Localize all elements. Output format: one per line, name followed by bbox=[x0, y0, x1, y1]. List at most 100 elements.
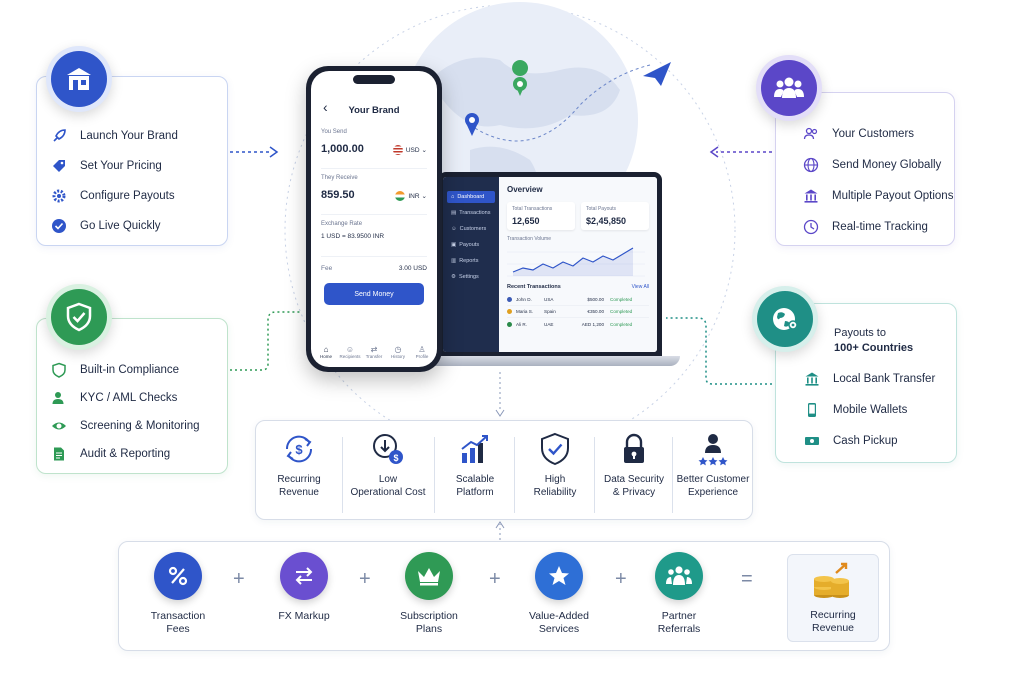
us-flag-icon bbox=[392, 145, 403, 155]
profile-icon: ♙ bbox=[418, 345, 426, 354]
currency-select-usd[interactable]: USD⌄ bbox=[392, 145, 427, 155]
sidebar-item-dashboard[interactable]: ⌂Dashboard bbox=[447, 191, 495, 203]
report-icon: ▥ bbox=[451, 258, 457, 264]
sidebar-item-reports[interactable]: ▥Reports bbox=[451, 258, 479, 264]
divider bbox=[594, 437, 595, 513]
plus-sign: + bbox=[359, 568, 371, 590]
percent-icon bbox=[154, 552, 202, 600]
transfer-icon: ⇄ bbox=[370, 345, 378, 354]
chevron-down-icon: ⌄ bbox=[421, 193, 427, 200]
payouts-badge bbox=[752, 286, 818, 352]
compliance-badge bbox=[46, 284, 112, 350]
payouts-list: Local Bank Transfer Mobile Wallets Cash … bbox=[803, 363, 935, 456]
user-icon: ☺ bbox=[345, 345, 355, 354]
pin-green-icon bbox=[512, 60, 529, 96]
list-item: Go Live Quickly bbox=[50, 211, 178, 241]
star-user-icon bbox=[698, 434, 728, 466]
shield-outline-icon bbox=[50, 361, 68, 379]
nav-history[interactable]: ◷History bbox=[387, 345, 409, 359]
dashboard-title: Overview bbox=[507, 185, 543, 194]
sidebar-item-settings[interactable]: ⚙Settings bbox=[451, 274, 479, 280]
phone-bottom-nav: ⌂Home ☺Recipients ⇄Transfer ◷History ♙Pr… bbox=[315, 345, 433, 359]
you-send-field[interactable]: You Send 1,000.00 USD⌄ bbox=[321, 129, 427, 169]
compliance-list: Built-in Compliance KYC / AML Checks Scr… bbox=[50, 356, 200, 468]
view-all-link[interactable]: View All bbox=[631, 284, 649, 290]
eye-icon bbox=[50, 417, 68, 435]
sidebar-item-transactions[interactable]: ▤Transactions bbox=[451, 210, 491, 216]
crown-icon bbox=[405, 552, 453, 600]
connector-left-bottom bbox=[230, 311, 300, 371]
growth-chart-icon bbox=[461, 435, 488, 463]
divider bbox=[672, 437, 673, 513]
stat-card-transactions: Total Transactions 12,650 bbox=[507, 202, 575, 230]
star-icon bbox=[535, 552, 583, 600]
currency-select-inr[interactable]: INR⌄ bbox=[395, 191, 427, 201]
dashboard-sidebar: ⌂Dashboard ▤Transactions ☺Customers ▣Pay… bbox=[443, 177, 499, 352]
revenue-fx-markup: FX Markup bbox=[254, 552, 354, 623]
cost-down-icon: $ bbox=[373, 434, 403, 464]
back-icon[interactable]: ‹ bbox=[323, 99, 328, 115]
list-item: Screening & Monitoring bbox=[50, 412, 200, 440]
india-flag-icon bbox=[395, 191, 406, 201]
chevron-down-icon: ⌄ bbox=[421, 147, 427, 154]
clock-icon bbox=[802, 218, 820, 236]
equals-sign: = bbox=[741, 568, 753, 590]
tag-icon bbox=[50, 157, 68, 175]
list-item: Configure Payouts bbox=[50, 181, 178, 211]
list-item: Send Money Globally bbox=[802, 149, 953, 180]
gear-icon bbox=[50, 187, 68, 205]
home-icon: ⌂ bbox=[323, 345, 329, 354]
laptop-base bbox=[418, 356, 680, 366]
dotted-orbit bbox=[284, 4, 736, 456]
clock-icon: ◷ bbox=[394, 345, 402, 354]
svg-text:$: $ bbox=[393, 453, 398, 463]
customers-badge bbox=[756, 55, 822, 121]
group-users-icon bbox=[774, 77, 804, 98]
partners-icon bbox=[655, 552, 703, 600]
svg-text:$: $ bbox=[295, 442, 303, 457]
table-row: Maria S. Spain €350.00 Completed bbox=[507, 306, 649, 318]
plus-sign: + bbox=[233, 568, 245, 590]
flag-icon bbox=[507, 321, 512, 327]
list-item: Mobile Wallets bbox=[803, 394, 935, 425]
fee-row: Fee 3.00 USD bbox=[321, 265, 427, 272]
plus-sign: + bbox=[615, 568, 627, 590]
nav-profile[interactable]: ♙Profile bbox=[411, 345, 433, 359]
list-item: Local Bank Transfer bbox=[803, 363, 935, 394]
nav-transfer[interactable]: ⇄Transfer bbox=[363, 345, 385, 359]
sidebar-item-customers[interactable]: ☺Customers bbox=[451, 226, 487, 232]
list-item: Real-time Tracking bbox=[802, 211, 953, 242]
payouts-heading: Payouts to 100+ Countries bbox=[834, 327, 914, 354]
check-circle-icon bbox=[50, 217, 68, 235]
recurring-dollar-icon: $ bbox=[285, 435, 313, 463]
list-item: Built-in Compliance bbox=[50, 356, 200, 384]
dashboard-screen: ⌂Dashboard ▤Transactions ☺Customers ▣Pay… bbox=[443, 177, 657, 352]
they-receive-field[interactable]: They Receive 859.50 INR⌄ bbox=[321, 175, 427, 215]
sidebar-item-payouts[interactable]: ▣Payouts bbox=[451, 242, 480, 248]
globe-land bbox=[430, 57, 620, 129]
rocket-icon bbox=[50, 127, 68, 145]
nav-home[interactable]: ⌂Home bbox=[315, 345, 337, 359]
revenue-result: Recurring Revenue bbox=[787, 554, 879, 642]
connector-right-bottom bbox=[666, 317, 772, 385]
send-money-button[interactable]: Send Money bbox=[324, 283, 424, 305]
benefit-security: Data Security& Privacy bbox=[596, 431, 672, 521]
coins-growth-icon bbox=[814, 562, 849, 598]
bank-icon bbox=[802, 187, 820, 205]
table-row: John D. USA $500.00 Completed bbox=[507, 294, 649, 306]
nav-recipients[interactable]: ☺Recipients bbox=[339, 345, 361, 359]
brand-setup-list: Launch Your Brand Set Your Pricing Confi… bbox=[50, 121, 178, 241]
wallet-icon: ▣ bbox=[451, 242, 457, 248]
recent-transactions: John D. USA $500.00 Completed Maria S. S… bbox=[507, 294, 649, 330]
paper-plane-icon bbox=[643, 62, 671, 86]
list-item: KYC / AML Checks bbox=[50, 384, 200, 412]
storefront-icon bbox=[67, 68, 91, 90]
users-icon bbox=[802, 125, 820, 143]
phone: ‹ Your Brand You Send 1,000.00 USD⌄ They… bbox=[306, 66, 442, 372]
